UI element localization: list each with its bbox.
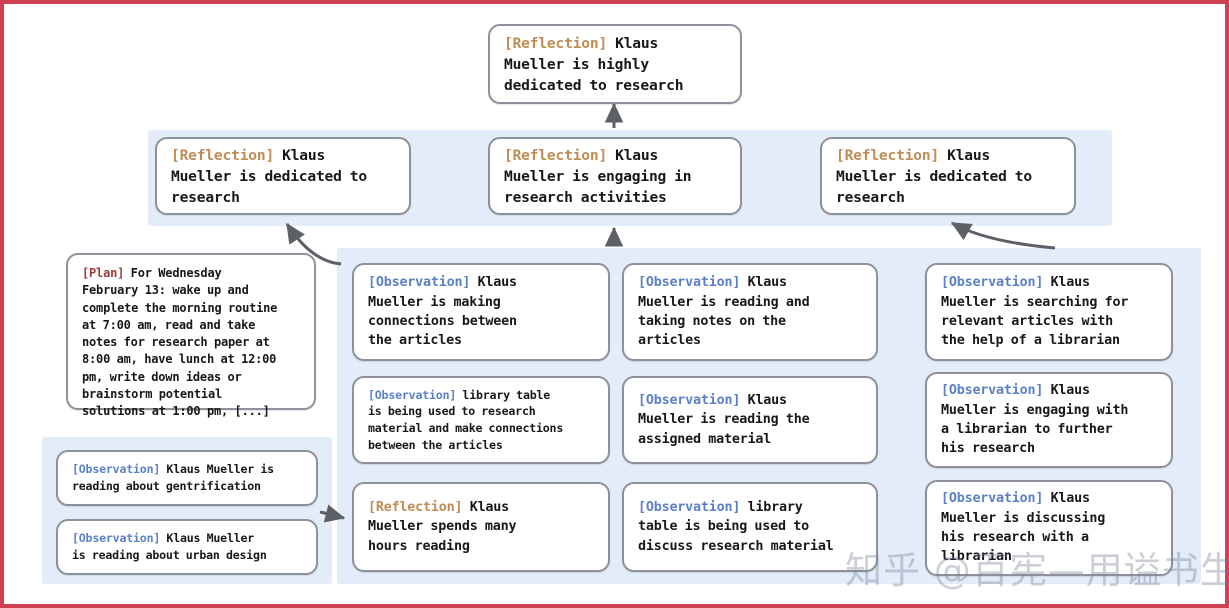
node-body: Klaus Mueller is engaging with a librari… bbox=[941, 383, 1129, 457]
node-tag: [Observation] bbox=[72, 462, 161, 477]
node-body: Klaus Mueller is searching for relevant … bbox=[941, 275, 1129, 349]
node-col3-observation-engaging-librarian[interactable]: [Observation] Klaus Mueller is engaging … bbox=[925, 372, 1173, 468]
node-text: [Reflection] Klaus Mueller is highly ded… bbox=[504, 33, 684, 96]
node-col2-observation-assigned-material[interactable]: [Observation] Klaus Mueller is reading t… bbox=[622, 376, 878, 464]
node-observation-urban-design[interactable]: [Observation] Klaus Mueller is reading a… bbox=[56, 519, 318, 575]
node-text: [Reflection] Klaus Mueller is dedicated … bbox=[171, 145, 367, 208]
node-mid-right-reflection[interactable]: [Reflection] Klaus Mueller is dedicated … bbox=[820, 137, 1076, 215]
node-root-reflection[interactable]: [Reflection] Klaus Mueller is highly ded… bbox=[488, 24, 742, 104]
node-body: Klaus Mueller is reading and taking note… bbox=[638, 275, 810, 349]
node-plan[interactable]: [Plan] For Wednesday February 13: wake u… bbox=[66, 253, 316, 418]
node-body: Klaus Mueller is reading about urban des… bbox=[72, 531, 267, 562]
node-body: Klaus Mueller is highly dedicated to res… bbox=[504, 34, 684, 94]
node-body: Klaus Mueller is discussing his research… bbox=[941, 491, 1106, 565]
node-col1-observation-connections[interactable]: [Observation] Klaus Mueller is making co… bbox=[352, 263, 610, 361]
node-tag: [Observation] bbox=[638, 500, 741, 516]
node-col1-reflection-hours-reading[interactable]: [Reflection] Klaus Mueller spends many h… bbox=[352, 482, 610, 572]
node-tag: [Observation] bbox=[638, 275, 741, 291]
node-tag: [Reflection] bbox=[504, 146, 608, 164]
node-text: [Observation] library table is being use… bbox=[638, 498, 834, 556]
node-tag: [Observation] bbox=[941, 383, 1044, 399]
node-text: [Observation] Klaus Mueller is reading a… bbox=[72, 530, 267, 563]
node-tag: [Observation] bbox=[368, 387, 457, 402]
node-col3-observation-discussing-research[interactable]: [Observation] Klaus Mueller is discussin… bbox=[925, 480, 1173, 576]
node-body: Klaus Mueller is dedicated to research bbox=[171, 146, 367, 206]
node-body: Klaus Mueller is making connections betw… bbox=[368, 275, 517, 349]
node-col2-observation-discuss-material[interactable]: [Observation] library table is being use… bbox=[622, 482, 878, 572]
node-text: [Reflection] Klaus Mueller is dedicated … bbox=[836, 145, 1032, 208]
node-tag: [Reflection] bbox=[836, 146, 940, 164]
node-tag: [Observation] bbox=[941, 491, 1044, 507]
node-text: [Observation] Klaus Mueller is reading t… bbox=[638, 391, 810, 449]
node-body: library table is being used to research … bbox=[368, 387, 564, 452]
node-tag: [Reflection] bbox=[171, 146, 275, 164]
node-text: [Observation] Klaus Mueller is reading a… bbox=[638, 273, 810, 350]
node-mid-center-reflection[interactable]: [Reflection] Klaus Mueller is engaging i… bbox=[488, 137, 742, 215]
node-col3-observation-searching-articles[interactable]: [Observation] Klaus Mueller is searching… bbox=[925, 263, 1173, 361]
node-body: Klaus Mueller is reading the assigned ma… bbox=[638, 393, 810, 447]
node-text: [Observation] Klaus Mueller is making co… bbox=[368, 273, 517, 350]
node-text: [Reflection] Klaus Mueller spends many h… bbox=[368, 498, 517, 556]
node-col1-observation-library-table[interactable]: [Observation] library table is being use… bbox=[352, 376, 610, 464]
node-text: [Plan] For Wednesday February 13: wake u… bbox=[82, 265, 277, 420]
node-tag: [Observation] bbox=[72, 531, 161, 546]
node-body: Klaus Mueller spends many hours reading bbox=[368, 500, 517, 554]
node-mid-left-reflection[interactable]: [Reflection] Klaus Mueller is dedicated … bbox=[155, 137, 411, 215]
node-body: library table is being used to discuss r… bbox=[638, 500, 834, 554]
node-tag: [Observation] bbox=[638, 393, 741, 409]
node-body: Klaus Mueller is engaging in research ac… bbox=[504, 146, 692, 206]
node-body: Klaus Mueller is reading about gentrific… bbox=[72, 462, 274, 493]
node-text: [Observation] Klaus Mueller is reading a… bbox=[72, 461, 274, 494]
node-text: [Observation] Klaus Mueller is discussin… bbox=[941, 489, 1105, 566]
node-tag: [Plan] bbox=[82, 266, 125, 280]
node-text: [Observation] Klaus Mueller is engaging … bbox=[941, 381, 1128, 458]
node-text: [Reflection] Klaus Mueller is engaging i… bbox=[504, 145, 692, 208]
node-tag: [Reflection] bbox=[368, 500, 463, 516]
node-tag: [Observation] bbox=[941, 275, 1044, 291]
node-tag: [Observation] bbox=[368, 275, 471, 291]
node-body: For Wednesday February 13: wake up and c… bbox=[82, 266, 278, 419]
node-text: [Observation] Klaus Mueller is searching… bbox=[941, 273, 1128, 350]
node-col2-observation-taking-notes[interactable]: [Observation] Klaus Mueller is reading a… bbox=[622, 263, 878, 361]
node-observation-gentrification[interactable]: [Observation] Klaus Mueller is reading a… bbox=[56, 450, 318, 506]
node-text: [Observation] library table is being use… bbox=[368, 387, 563, 454]
node-tag: [Reflection] bbox=[504, 34, 608, 52]
node-body: Klaus Mueller is dedicated to research bbox=[836, 146, 1032, 206]
